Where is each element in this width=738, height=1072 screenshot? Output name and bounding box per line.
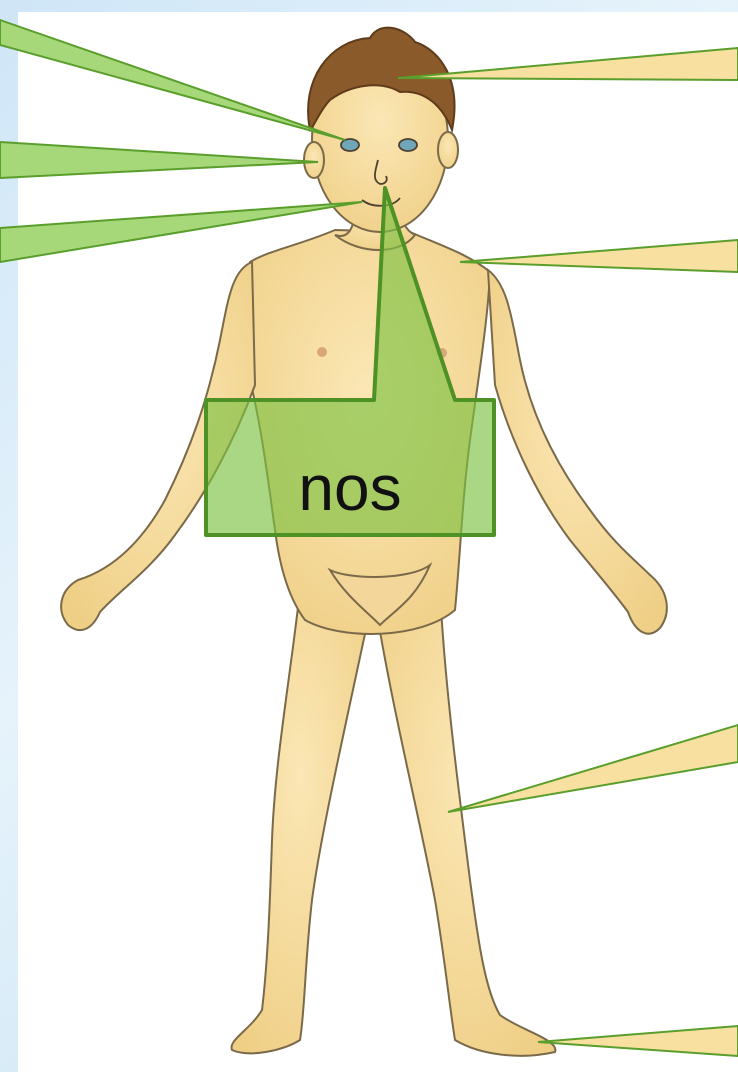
callout-eye-left [0,20,345,140]
human-figure [61,48,667,1056]
callout-hair-right [398,48,738,80]
right-ear [438,132,458,168]
right-eye [399,139,417,151]
callout-ear-left [0,142,318,178]
callout-leg-right [448,725,738,812]
nose-label: nos [298,452,401,524]
right-leg [378,590,555,1056]
callout-shoulder-right [460,240,738,272]
callout-foot-right [538,1026,738,1056]
left-leg [232,590,368,1053]
left-ear [304,142,324,178]
left-eye [341,139,359,151]
left-nipple [317,347,327,357]
right-arm [488,270,667,634]
